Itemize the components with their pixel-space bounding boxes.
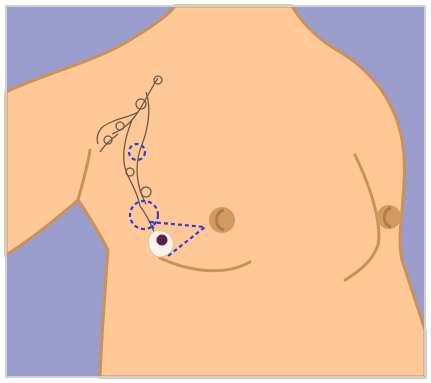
left-nipple bbox=[209, 207, 235, 233]
right-nipple bbox=[377, 205, 401, 229]
tumor-dot-icon bbox=[157, 235, 168, 246]
